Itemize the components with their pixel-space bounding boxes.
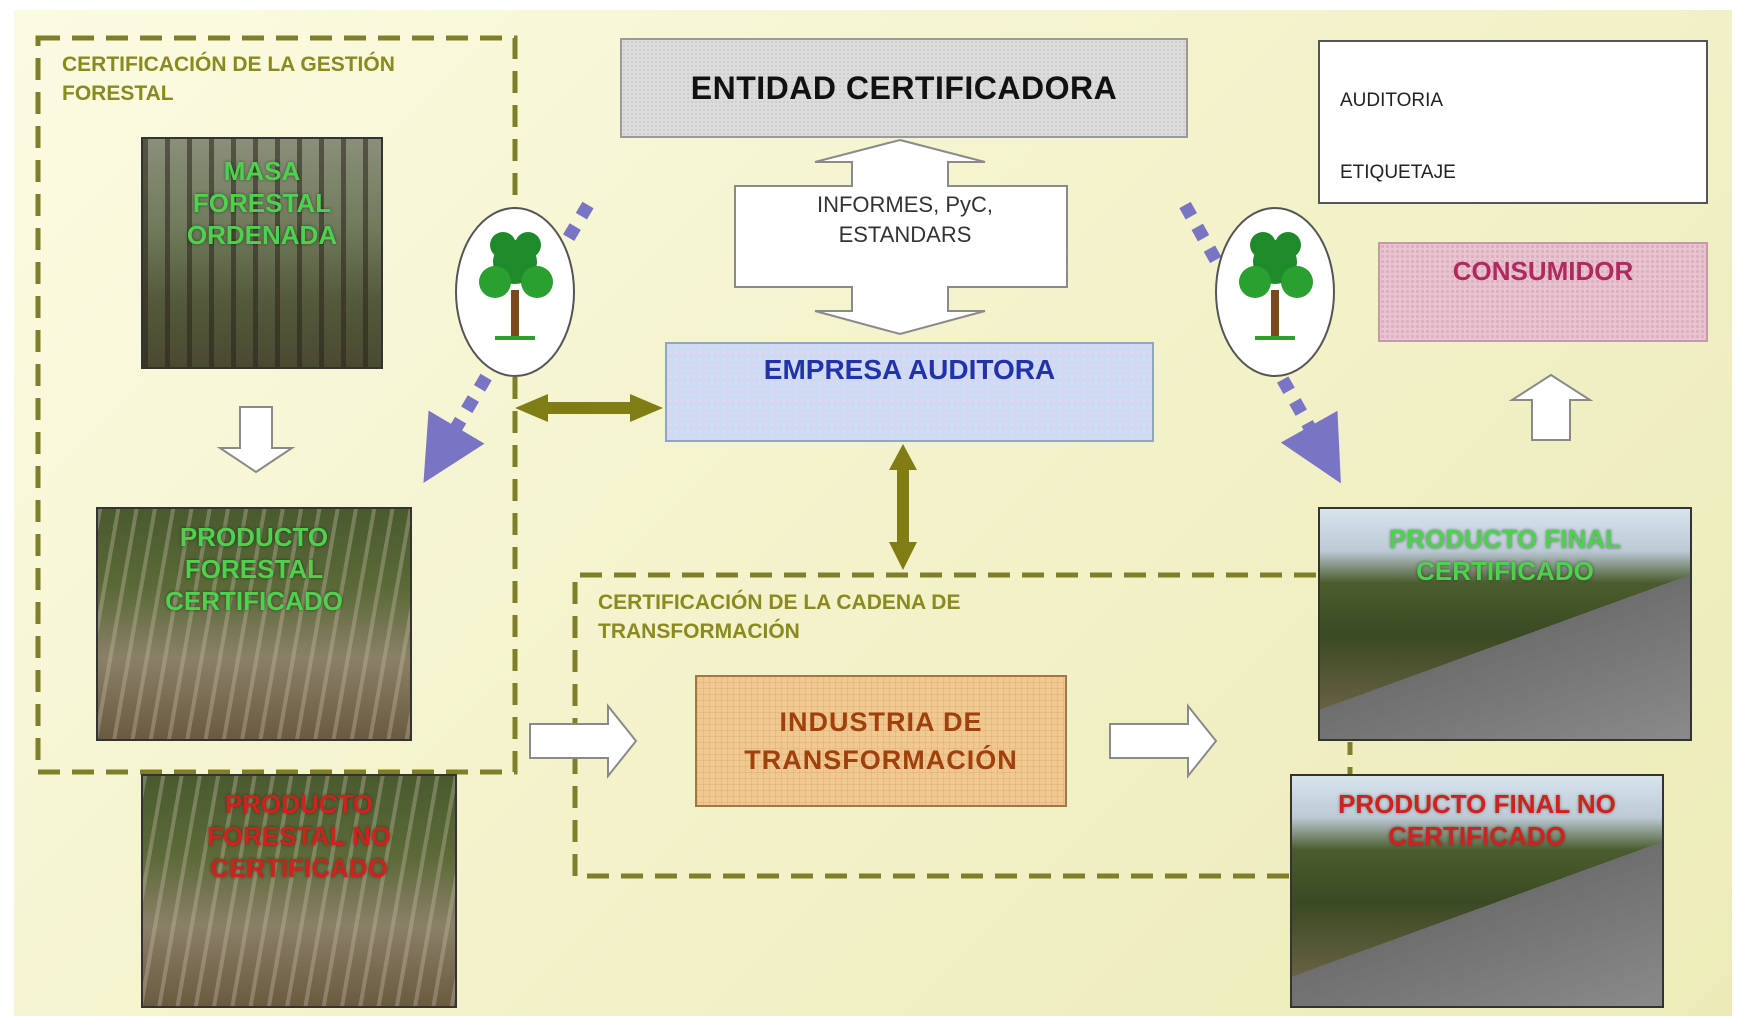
- informes-line1: INFORMES, PyC,: [816, 192, 993, 217]
- photo-producto-final-certificado: PRODUCTO FINAL CERTIFICADO: [1318, 507, 1692, 741]
- photo-producto-forestal-no-certificado: PRODUCTO FORESTAL NO CERTIFICADO: [141, 774, 457, 1008]
- pfc-line3: CERTIFICADO: [165, 586, 343, 616]
- pfc-line2: FORESTAL: [184, 554, 324, 584]
- pfinnc-line1: PRODUCTO FINAL NO: [1338, 789, 1616, 819]
- seal-right-tree-icon: [1215, 207, 1335, 377]
- pfnc-line2: FORESTAL NO: [207, 821, 391, 851]
- forest-down-arrow-icon: [216, 406, 296, 474]
- masa-line2: FORESTAL: [192, 188, 332, 218]
- to-industry-arrow-icon: [529, 703, 638, 779]
- pfinc-line2: CERTIFICADO: [1416, 556, 1594, 586]
- photo-masa-forestal: MASA FORESTAL ORDENADA: [141, 137, 383, 369]
- pfc-line1: PRODUCTO: [179, 522, 329, 552]
- empresa-auditora-label: EMPRESA AUDITORA: [763, 354, 1056, 385]
- industria-box: INDUSTRIA DE TRANSFORMACIÓN: [695, 675, 1067, 807]
- entidad-certificadora-box: ENTIDAD CERTIFICADORA: [620, 38, 1188, 138]
- legend: AUDITORIA ETIQUETAJE: [1318, 40, 1708, 204]
- audit-arrow-vertical: [889, 444, 917, 570]
- informes-double-arrow-icon: [734, 138, 1068, 336]
- informes-label: INFORMES, PyC, ESTANDARS: [760, 190, 1050, 250]
- group-title-cadena-line1: CERTIFICACIÓN DE LA CADENA DE: [598, 591, 961, 614]
- legend-auditoria-label: AUDITORIA: [1340, 90, 1444, 111]
- group-title-cadena: CERTIFICACIÓN DE LA CADENA DE TRANSFORMA…: [598, 588, 960, 646]
- industria-line1: INDUSTRIA DE: [779, 707, 983, 737]
- group-title-forestal-line2: FORESTAL: [62, 82, 174, 105]
- consumer-up-arrow-icon: [1508, 373, 1594, 441]
- group-border-cadena: [572, 572, 1353, 879]
- consumidor-box: CONSUMIDOR: [1378, 242, 1708, 342]
- legend-etiquetaje-label: ETIQUETAJE: [1340, 162, 1456, 183]
- pfnc-line1: PRODUCTO: [224, 789, 374, 819]
- pfnc-line3: CERTIFICADO: [210, 853, 388, 883]
- entidad-certificadora-label: ENTIDAD CERTIFICADORA: [690, 69, 1118, 106]
- photo-producto-final-no-certificado: PRODUCTO FINAL NO CERTIFICADO: [1290, 774, 1664, 1008]
- group-title-forestal: CERTIFICACIÓN DE LA GESTIÓN FORESTAL: [62, 50, 395, 108]
- industria-line2: TRANSFORMACIÓN: [744, 745, 1018, 775]
- audit-arrow-horizontal: [515, 394, 663, 422]
- masa-line3: ORDENADA: [186, 220, 338, 250]
- group-title-cadena-line2: TRANSFORMACIÓN: [598, 620, 800, 643]
- pfinc-line1: PRODUCTO FINAL: [1388, 524, 1622, 554]
- empresa-auditora-box: EMPRESA AUDITORA: [665, 342, 1154, 442]
- group-border-forestal: [35, 35, 518, 775]
- consumidor-label: CONSUMIDOR: [1452, 256, 1634, 286]
- pfinnc-line2: CERTIFICADO: [1388, 821, 1566, 851]
- seal-left-tree-icon: [455, 207, 575, 377]
- group-title-forestal-line1: CERTIFICACIÓN DE LA GESTIÓN: [62, 53, 395, 76]
- informes-line2: ESTANDARS: [838, 222, 972, 247]
- to-final-arrow-icon: [1109, 703, 1218, 779]
- masa-line1: MASA: [223, 156, 301, 186]
- photo-producto-forestal-certificado: PRODUCTO FORESTAL CERTIFICADO: [96, 507, 412, 741]
